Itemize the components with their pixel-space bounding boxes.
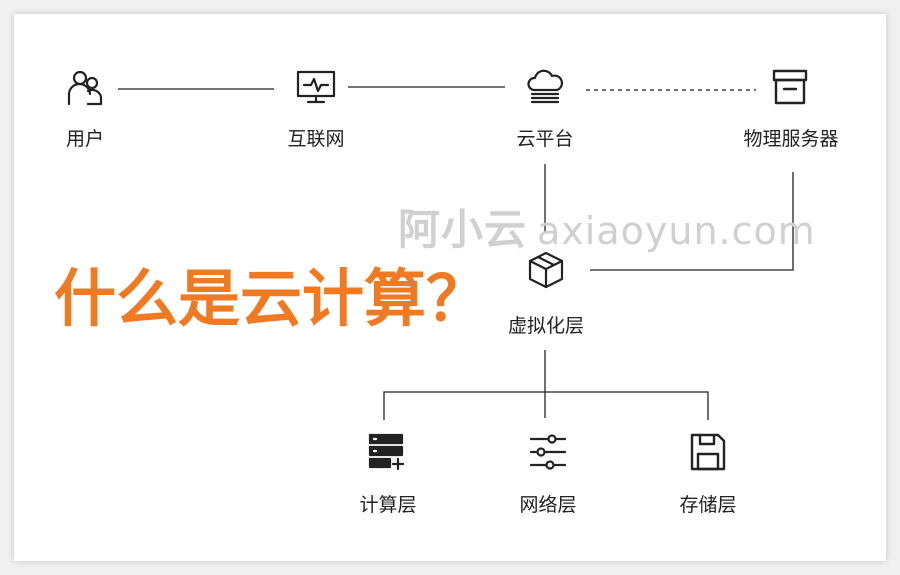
watermark-chinese: 阿小云 — [398, 205, 528, 254]
node-label-physical: 物理服务器 — [743, 128, 839, 150]
diagram-card — [14, 14, 886, 561]
node-label-cloud: 云平台 — [516, 128, 574, 150]
watermark-domain: axiaoyun.com — [537, 209, 816, 253]
sliders-icon — [528, 432, 568, 472]
line-branch-bus — [383, 391, 709, 420]
node-label-internet: 互联网 — [287, 128, 345, 150]
cube-icon — [526, 250, 566, 290]
line-physical-virtual — [590, 172, 794, 271]
cloud-server-icon — [525, 66, 565, 106]
server-add-icon — [366, 432, 406, 472]
node-label-virtual: 虚拟化层 — [507, 315, 584, 337]
users-icon — [66, 68, 106, 108]
floppy-disk-icon — [688, 432, 728, 472]
node-label-storage: 存储层 — [679, 494, 737, 516]
archive-box-icon — [770, 68, 810, 108]
headline-title: 什么是云计算？ — [54, 262, 489, 335]
node-label-network: 网络层 — [519, 494, 577, 516]
monitor-pulse-icon — [296, 68, 336, 108]
node-label-user: 用户 — [65, 128, 104, 150]
node-label-compute: 计算层 — [359, 494, 417, 516]
